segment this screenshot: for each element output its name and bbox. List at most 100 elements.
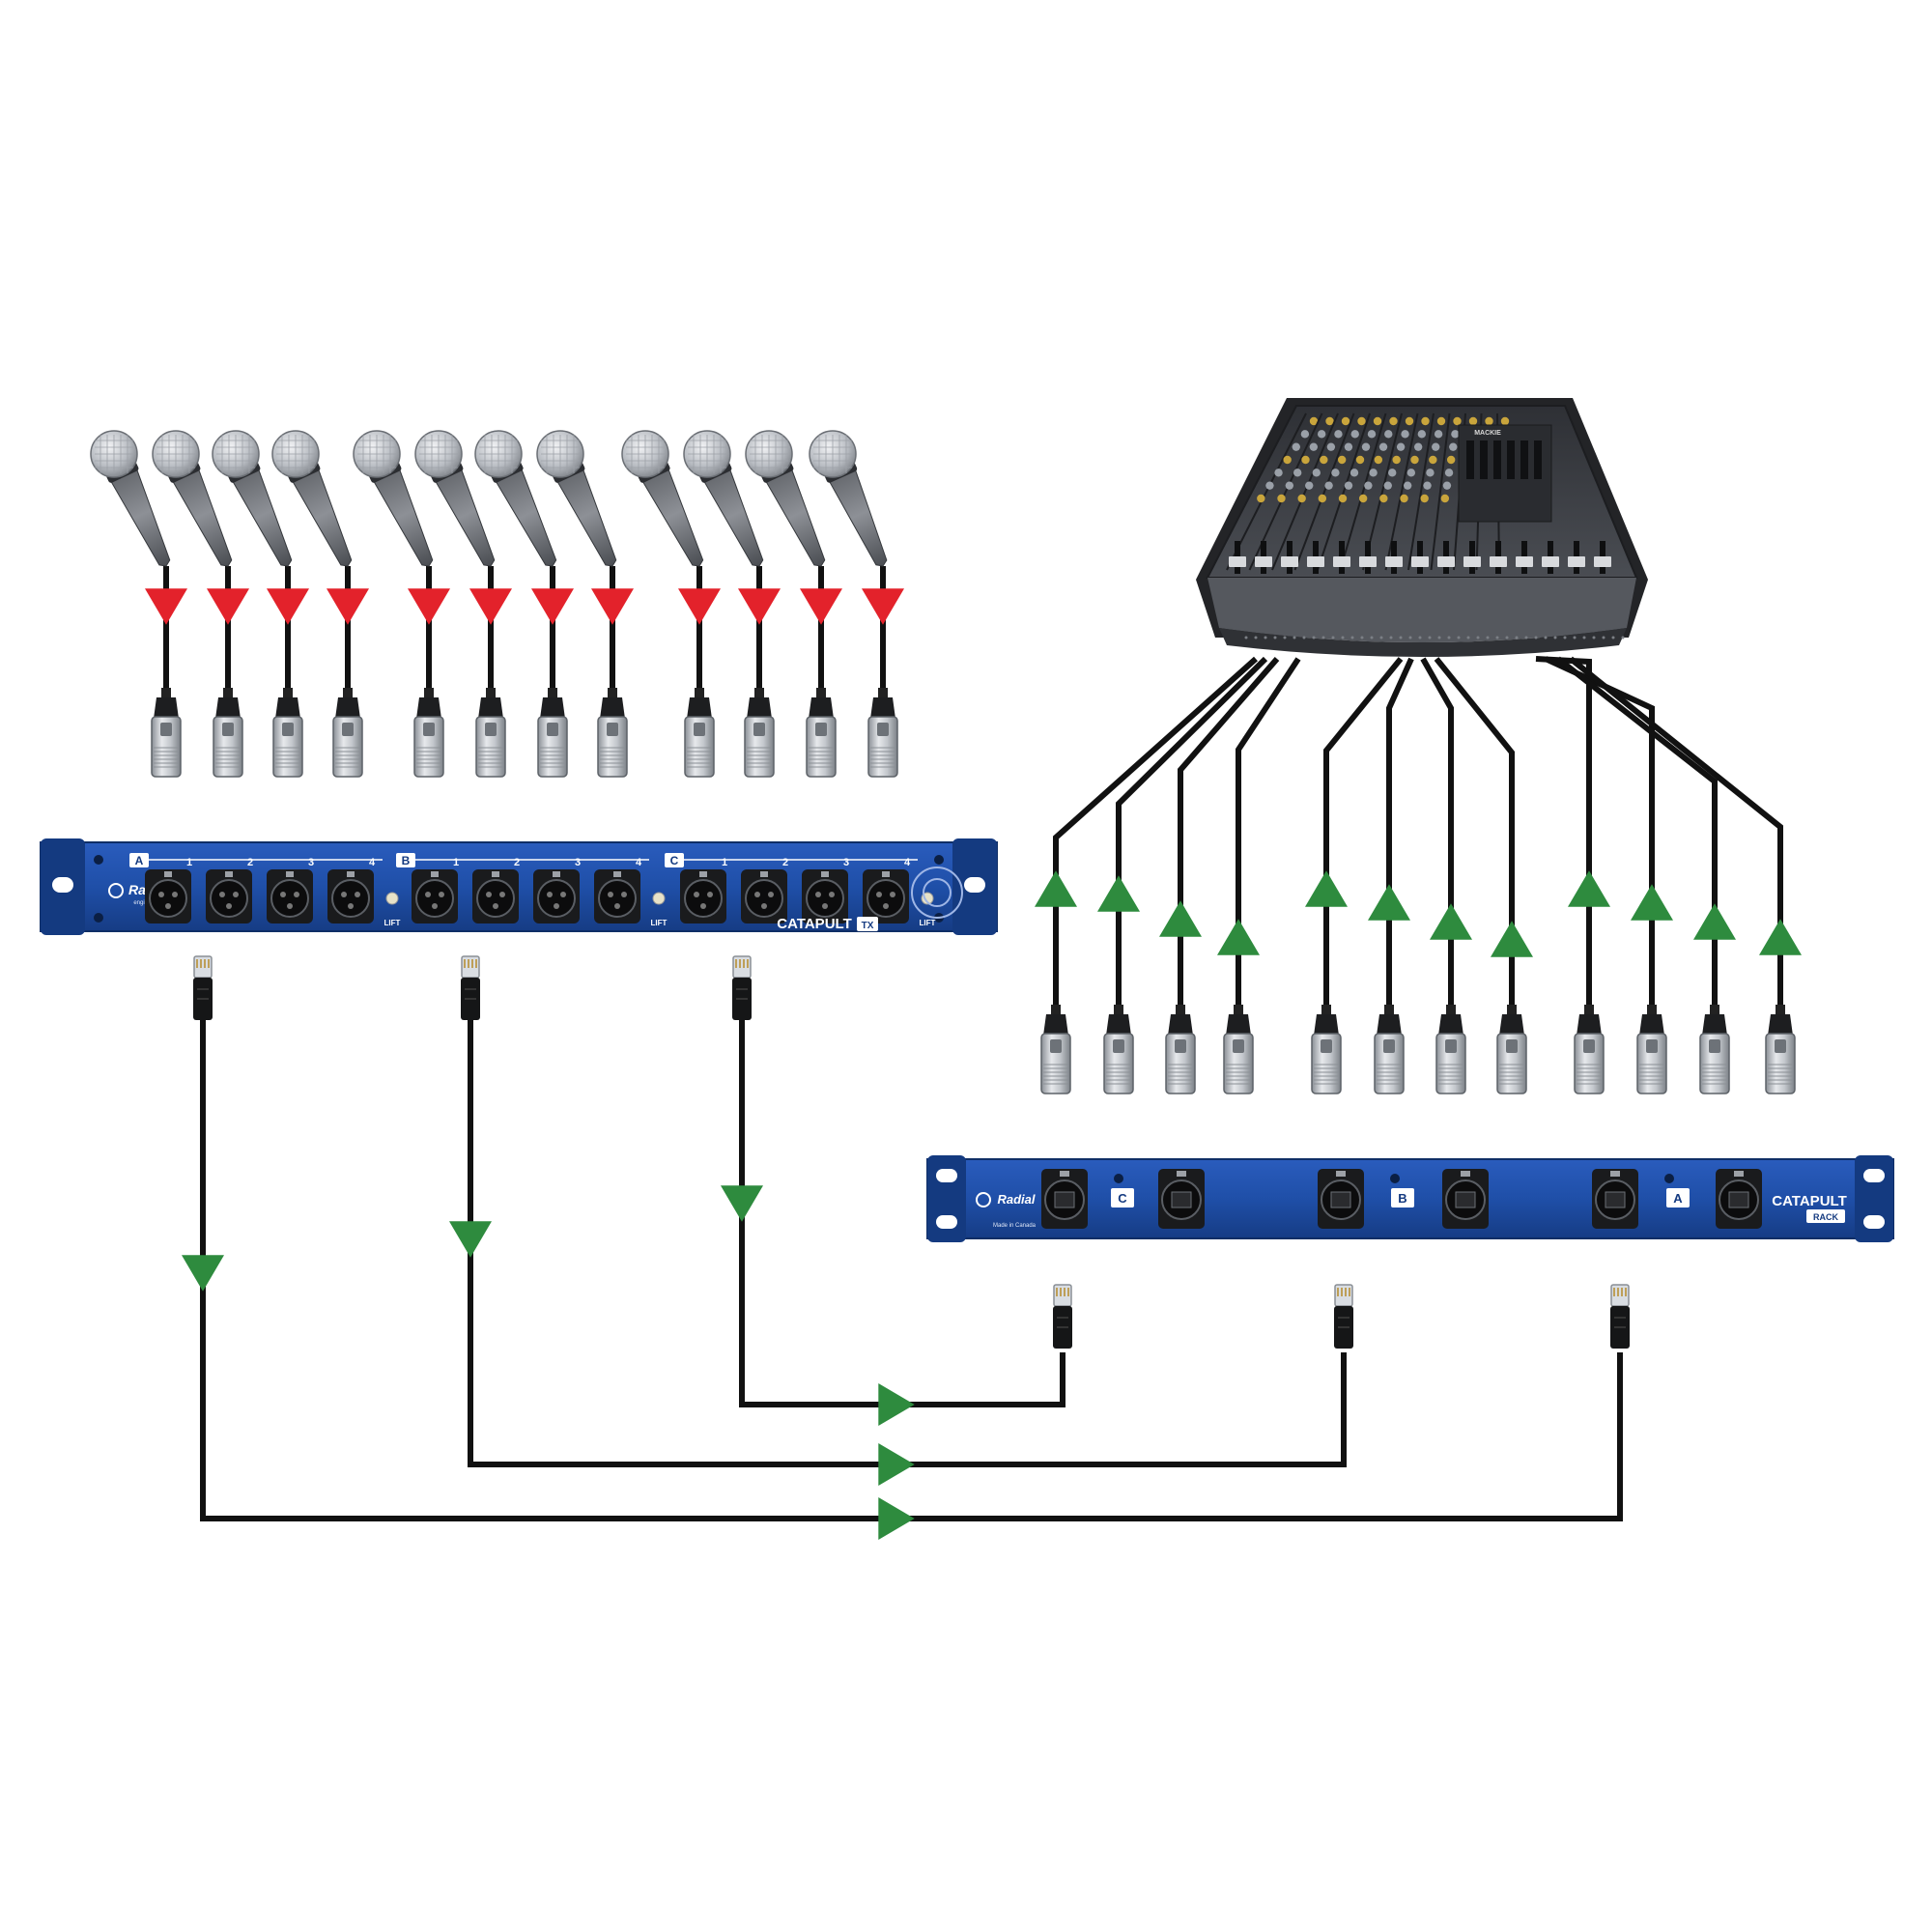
knob-icon[interactable]: [1392, 455, 1401, 465]
knob-icon[interactable]: [1338, 494, 1348, 503]
knob-icon[interactable]: [1361, 442, 1371, 451]
fader-knob[interactable]: [1229, 556, 1246, 567]
knob-icon[interactable]: [1384, 430, 1393, 439]
knob-icon[interactable]: [1453, 416, 1462, 426]
xlr-female-jack-icon[interactable]: [598, 879, 637, 918]
knob-icon[interactable]: [1357, 416, 1366, 426]
fader-knob[interactable]: [1463, 556, 1481, 567]
fader-knob[interactable]: [1516, 556, 1533, 567]
xlr-female-jack-icon[interactable]: [684, 879, 723, 918]
xlr-female-jack-icon[interactable]: [476, 879, 515, 918]
knob-icon[interactable]: [1440, 494, 1450, 503]
knob-icon[interactable]: [1420, 494, 1429, 503]
fader-knob[interactable]: [1255, 556, 1272, 567]
knob-icon[interactable]: [1324, 481, 1333, 490]
xlr-female-jack-icon[interactable]: [210, 879, 248, 918]
knob-icon[interactable]: [1285, 481, 1294, 490]
knob-icon[interactable]: [1257, 494, 1265, 503]
knob-icon[interactable]: [1274, 469, 1283, 477]
knob-icon[interactable]: [1318, 494, 1327, 503]
fader-knob[interactable]: [1594, 556, 1611, 567]
knob-icon[interactable]: [1410, 455, 1419, 465]
knob-icon[interactable]: [1320, 455, 1328, 465]
knob-icon[interactable]: [1442, 481, 1452, 490]
knob-icon[interactable]: [1265, 481, 1274, 490]
knob-icon[interactable]: [1421, 416, 1430, 426]
knob-icon[interactable]: [1337, 455, 1347, 465]
knob-icon[interactable]: [1350, 469, 1359, 477]
knob-icon[interactable]: [1344, 442, 1353, 451]
knob-icon[interactable]: [1436, 416, 1446, 426]
knob-icon[interactable]: [1373, 416, 1382, 426]
knob-icon[interactable]: [1309, 442, 1319, 451]
knob-icon[interactable]: [1468, 416, 1478, 426]
xlr-female-jack-icon[interactable]: [149, 879, 187, 918]
knob-icon[interactable]: [1396, 442, 1406, 451]
knob-icon[interactable]: [1500, 416, 1510, 426]
fader-knob[interactable]: [1307, 556, 1324, 567]
xlr-female-jack-icon[interactable]: [331, 879, 370, 918]
fader-knob[interactable]: [1333, 556, 1350, 567]
knob-icon[interactable]: [1334, 430, 1343, 439]
knob-icon[interactable]: [1350, 430, 1359, 439]
knob-icon[interactable]: [1301, 455, 1310, 465]
knob-icon[interactable]: [1378, 442, 1388, 451]
knob-icon[interactable]: [1374, 455, 1383, 465]
knob-icon[interactable]: [1429, 455, 1437, 465]
fader-knob[interactable]: [1490, 556, 1507, 567]
knob-icon[interactable]: [1300, 430, 1310, 439]
knob-icon[interactable]: [1406, 469, 1416, 477]
knob-icon[interactable]: [1309, 416, 1319, 426]
knob-icon[interactable]: [1355, 455, 1365, 465]
knob-icon[interactable]: [1283, 455, 1292, 465]
knob-icon[interactable]: [1449, 442, 1458, 451]
knob-icon[interactable]: [1485, 416, 1493, 426]
knob-icon[interactable]: [1401, 430, 1409, 439]
xlr-female-jack-icon[interactable]: [806, 879, 844, 918]
knob-icon[interactable]: [1344, 481, 1353, 490]
fader-knob[interactable]: [1411, 556, 1429, 567]
knob-icon[interactable]: [1405, 416, 1414, 426]
knob-icon[interactable]: [1297, 494, 1306, 503]
xlr-female-jack-icon[interactable]: [745, 879, 783, 918]
knob-icon[interactable]: [1293, 469, 1302, 477]
knob-icon[interactable]: [1312, 469, 1321, 477]
xlr-female-jack-icon[interactable]: [415, 879, 454, 918]
knob-icon[interactable]: [1383, 481, 1392, 490]
knob-icon[interactable]: [1417, 430, 1427, 439]
knob-icon[interactable]: [1446, 455, 1456, 465]
knob-icon[interactable]: [1388, 469, 1397, 477]
xlr-female-jack-icon[interactable]: [537, 879, 576, 918]
knob-icon[interactable]: [1426, 469, 1435, 477]
knob-icon[interactable]: [1451, 430, 1460, 439]
lift-switch[interactable]: [652, 892, 666, 905]
knob-icon[interactable]: [1331, 469, 1340, 477]
knob-icon[interactable]: [1434, 430, 1443, 439]
knob-icon[interactable]: [1403, 481, 1412, 490]
lift-switch[interactable]: [385, 892, 399, 905]
knob-icon[interactable]: [1413, 442, 1423, 451]
knob-icon[interactable]: [1367, 430, 1377, 439]
knob-icon[interactable]: [1358, 494, 1368, 503]
knob-icon[interactable]: [1444, 469, 1454, 477]
fader-knob[interactable]: [1568, 556, 1585, 567]
xlr-female-jack-icon[interactable]: [270, 879, 309, 918]
knob-icon[interactable]: [1341, 416, 1350, 426]
knob-icon[interactable]: [1364, 481, 1373, 490]
knob-icon[interactable]: [1432, 442, 1440, 451]
knob-icon[interactable]: [1400, 494, 1408, 503]
knob-icon[interactable]: [1423, 481, 1432, 490]
knob-icon[interactable]: [1292, 442, 1300, 451]
knob-icon[interactable]: [1369, 469, 1378, 477]
knob-icon[interactable]: [1305, 481, 1314, 490]
fader-knob[interactable]: [1359, 556, 1377, 567]
fader-knob[interactable]: [1437, 556, 1455, 567]
knob-icon[interactable]: [1326, 442, 1336, 451]
xlr-female-jack-icon[interactable]: [867, 879, 905, 918]
knob-icon[interactable]: [1325, 416, 1334, 426]
knob-icon[interactable]: [1389, 416, 1398, 426]
knob-icon[interactable]: [1317, 430, 1326, 439]
fader-knob[interactable]: [1281, 556, 1298, 567]
fader-knob[interactable]: [1385, 556, 1403, 567]
knob-icon[interactable]: [1379, 494, 1388, 503]
